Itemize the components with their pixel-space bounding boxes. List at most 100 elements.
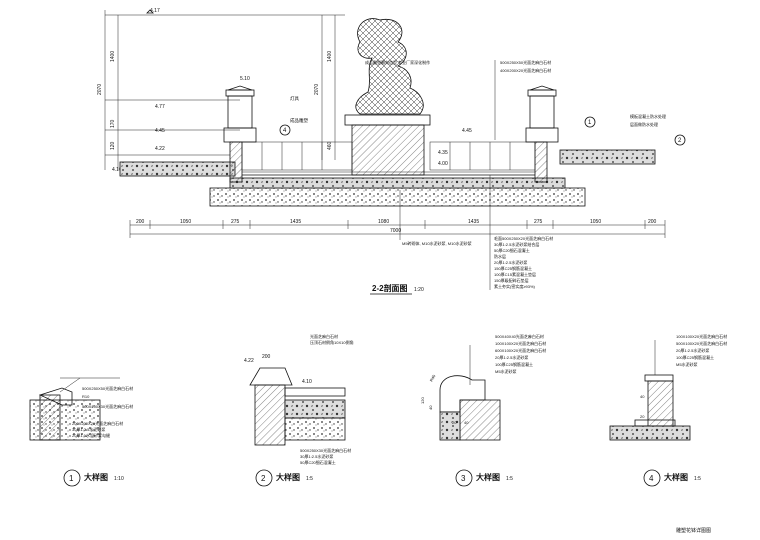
lamp-left — [223, 85, 257, 143]
mark-1-right — [584, 116, 596, 128]
svg-text:460: 460 — [327, 141, 333, 150]
svg-text:275: 275 — [534, 219, 543, 225]
svg-text:200X200X20光面芝麻白石材: 200X200X20光面芝麻白石材 — [72, 420, 123, 426]
svg-text:1:5: 1:5 — [306, 476, 313, 482]
svg-text:素土夯实(密实度≥93%): 素土夯实(密实度≥93%) — [494, 283, 536, 289]
elev-445-right: 4.45 — [462, 128, 472, 134]
svg-text:100厚C25钢筋混凝土: 100厚C25钢筋混凝土 — [676, 354, 714, 360]
svg-text:毛面500X250X20光面芝麻白石材: 毛面500X250X20光面芝麻白石材 — [494, 235, 553, 241]
detail-3: 500X40X40光面芝麻白石材 100X100X20光面芝麻白石材 600X1… — [420, 333, 546, 487]
callout-statue-top: 成品雕塑雕刻造型 专业厂家深化制作 — [365, 59, 430, 65]
concrete-slab — [229, 177, 566, 189]
svg-text:100X100X20光面芝麻白石材: 100X100X20光面芝麻白石材 — [495, 340, 546, 346]
callout-bottom-left: M5砖砌体, M10水泥砂浆, M10水泥砂浆 — [402, 240, 472, 246]
elev-435: 4.35 — [438, 150, 448, 156]
svg-text:150厚C25钢筋混凝土: 150厚C25钢筋混凝土 — [494, 265, 532, 271]
elev-lamp-top: 5.10 — [240, 76, 250, 82]
svg-text:防水层: 防水层 — [494, 253, 506, 259]
left-paving — [119, 161, 236, 177]
total-dimension: 7000 — [390, 228, 401, 234]
detail-3-mark — [455, 469, 473, 487]
svg-text:模板混凝土防水处理: 模板混凝土防水处理 — [630, 113, 666, 119]
svg-text:100厚C15素混凝土垫层: 100厚C15素混凝土垫层 — [494, 271, 536, 277]
elev-top: 4.17 — [150, 8, 160, 14]
svg-text:压顶石材倒角10X10倒角: 压顶石材倒角10X10倒角 — [310, 339, 354, 345]
svg-text:40: 40 — [640, 394, 645, 399]
svg-text:光面芝麻白石材: 光面芝麻白石材 — [310, 333, 338, 339]
detail-3-title: 大样图 — [476, 472, 500, 482]
svg-text:200: 200 — [136, 219, 145, 225]
svg-text:1:10: 1:10 — [114, 476, 124, 482]
svg-text:120: 120 — [110, 141, 116, 150]
left-pool-wall — [229, 141, 243, 183]
elev-410: 4.10 — [112, 167, 122, 173]
svg-text:40: 40 — [428, 405, 433, 410]
elev-445: 4.45 — [155, 128, 165, 134]
svg-text:1050: 1050 — [180, 219, 191, 225]
detail-4-mark — [643, 469, 661, 487]
detail-4-title: 大样图 — [664, 472, 688, 482]
svg-text:1400: 1400 — [327, 51, 333, 62]
svg-text:1:5: 1:5 — [694, 476, 701, 482]
svg-text:4: 4 — [649, 474, 654, 483]
svg-text:2: 2 — [261, 474, 266, 483]
detail-4: 100X100X20光面芝麻白石材 500X100X20光面芝麻白石材 20厚1… — [609, 333, 727, 487]
svg-text:275: 275 — [231, 219, 240, 225]
svg-text:2070: 2070 — [314, 84, 320, 95]
detail-2-title: 大样图 — [276, 472, 300, 482]
svg-text:100厚C25钢筋混凝土: 100厚C25钢筋混凝土 — [495, 361, 533, 367]
svg-text:4.10: 4.10 — [302, 379, 312, 385]
footer-caption: 雕塑花钵详图图 — [676, 527, 711, 534]
svg-text:3: 3 — [461, 474, 466, 483]
gravel-base — [209, 187, 586, 207]
svg-text:600X100X20光面芝麻白石材: 600X100X20光面芝麻白石材 — [495, 347, 546, 353]
pedestal-body — [351, 124, 425, 176]
svg-text:500X100X20光面芝麻白石材: 500X100X20光面芝麻白石材 — [676, 340, 727, 346]
svg-text:2070: 2070 — [97, 84, 103, 95]
svg-text:层面做防水处理: 层面做防水处理 — [630, 121, 658, 127]
detail-1-mark — [63, 469, 81, 487]
svg-text:20厚1:2.5水泥砂浆: 20厚1:2.5水泥砂浆 — [495, 354, 528, 360]
svg-text:30厚1:2.5水泥砂浆: 30厚1:2.5水泥砂浆 — [72, 426, 105, 432]
right-pool-wall — [534, 141, 548, 183]
svg-text:40: 40 — [464, 420, 469, 425]
statue-silhouette — [355, 18, 424, 115]
detail-2-mark — [255, 469, 273, 487]
elev-477: 4.77 — [155, 104, 165, 110]
svg-text:200: 200 — [648, 219, 657, 225]
section-scale: 1:20 — [414, 287, 424, 293]
svg-text:500X100X30光面芝麻白石材: 500X100X30光面芝麻白石材 — [82, 403, 133, 409]
mark-1-left — [279, 124, 291, 136]
svg-text:1435: 1435 — [290, 219, 301, 225]
svg-text:1: 1 — [588, 120, 592, 126]
elev-422: 4.22 — [155, 146, 165, 152]
svg-text:1400: 1400 — [110, 51, 116, 62]
svg-text:170: 170 — [110, 119, 116, 128]
svg-text:4.22: 4.22 — [244, 358, 254, 364]
svg-text:30厚1:2.5水泥砂浆结合层: 30厚1:2.5水泥砂浆结合层 — [494, 241, 539, 247]
svg-text:50厚C20细石混凝土: 50厚C20细石混凝土 — [300, 459, 336, 465]
mark-2-right — [674, 134, 686, 146]
svg-text:1080: 1080 — [378, 219, 389, 225]
svg-text:400X200X20光面芝麻白石材: 400X200X20光面芝麻白石材 — [500, 67, 551, 73]
svg-text:20: 20 — [452, 420, 457, 425]
svg-text:150厚级配碎石垫层: 150厚级配碎石垫层 — [494, 277, 529, 283]
callout-statue-left: 成品雕塑 — [290, 117, 308, 124]
callout-light: 灯具 — [290, 95, 299, 102]
elev-400: 4.00 — [438, 161, 448, 167]
detail-1: 500X250X50光面芝麻白石材 R10 500X100X30光面芝麻白石材 … — [29, 377, 133, 487]
pedestal-cap — [344, 114, 431, 126]
svg-text:20厚1:2.5水泥砂浆: 20厚1:2.5水泥砂浆 — [676, 347, 709, 353]
svg-text:100X100X20光面芝麻白石材: 100X100X20光面芝麻白石材 — [676, 333, 727, 339]
svg-text:500X250X30光面芝麻白石材: 500X250X30光面芝麻白石材 — [300, 447, 351, 453]
svg-text:1:5: 1:5 — [506, 476, 513, 482]
right-paving — [559, 149, 656, 165]
svg-text:M5水泥砂浆: M5水泥砂浆 — [495, 368, 517, 374]
detail-1-title: 大样图 — [84, 472, 108, 482]
svg-text:50厚C20细石混凝土: 50厚C20细石混凝土 — [494, 247, 530, 253]
svg-text:1050: 1050 — [590, 219, 601, 225]
svg-text:R40: R40 — [429, 373, 437, 383]
lamp-right — [525, 85, 559, 143]
horizontal-dimensions: 200 1050 275 1435 1080 1435 275 1050 200… — [129, 219, 666, 238]
